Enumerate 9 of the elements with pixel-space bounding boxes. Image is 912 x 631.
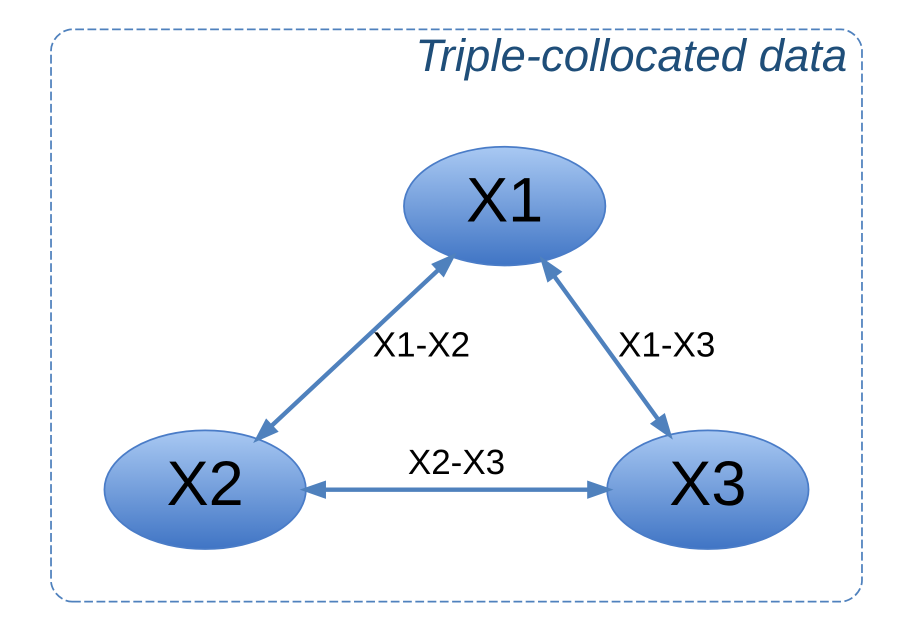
edge-label: X1-X2 [372,326,470,365]
node-ellipse: X1 [402,146,606,266]
edge-label: X1-X3 [618,326,715,365]
node-ellipse: X3 [606,429,809,550]
arrow [538,256,672,440]
arrow [252,252,456,444]
edge-label: X2-X3 [407,442,505,482]
node-ellipse: X2 [103,429,306,550]
arrow [299,480,614,499]
